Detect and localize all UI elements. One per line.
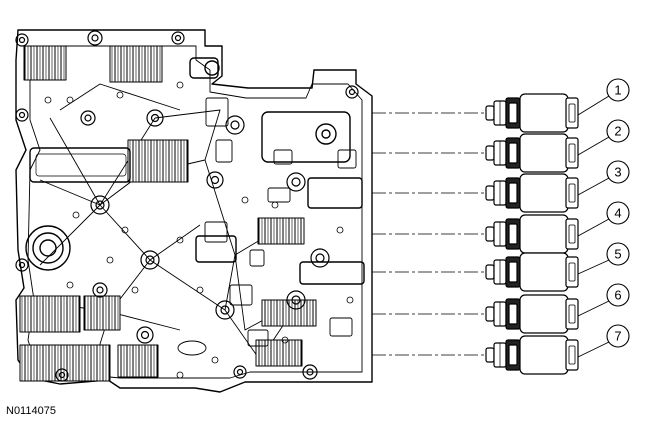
callout-3: 3: [577, 160, 630, 196]
callout-label: 3: [614, 165, 621, 180]
solenoid-5: [485, 252, 579, 292]
callout-label: 7: [614, 329, 621, 344]
callout-label: 4: [614, 206, 621, 221]
callout-6: 6: [577, 283, 630, 317]
solenoid-group: [485, 93, 579, 375]
callout-5: 5: [577, 242, 630, 275]
callout-4: 4: [577, 201, 630, 237]
leader-lines: [372, 112, 484, 356]
solenoid-7: [485, 335, 579, 375]
callout-7: 7: [577, 324, 630, 358]
callout-label: 6: [614, 288, 621, 303]
solenoid-3: [485, 173, 579, 213]
solenoid-6: [485, 294, 579, 334]
solenoid-1: [485, 93, 579, 133]
callout-1: 1: [577, 78, 630, 116]
callout-label: 5: [614, 247, 621, 262]
valve-body-housing: [15, 29, 373, 393]
reference-code: N0114075: [6, 405, 56, 417]
solenoid-2: [485, 133, 579, 173]
callout-label: 2: [614, 124, 621, 139]
callout-2: 2: [577, 119, 630, 156]
solenoid-4: [485, 214, 579, 254]
callout-group: 1 2 3 4 5 6 7: [577, 78, 630, 358]
callout-label: 1: [614, 83, 621, 98]
